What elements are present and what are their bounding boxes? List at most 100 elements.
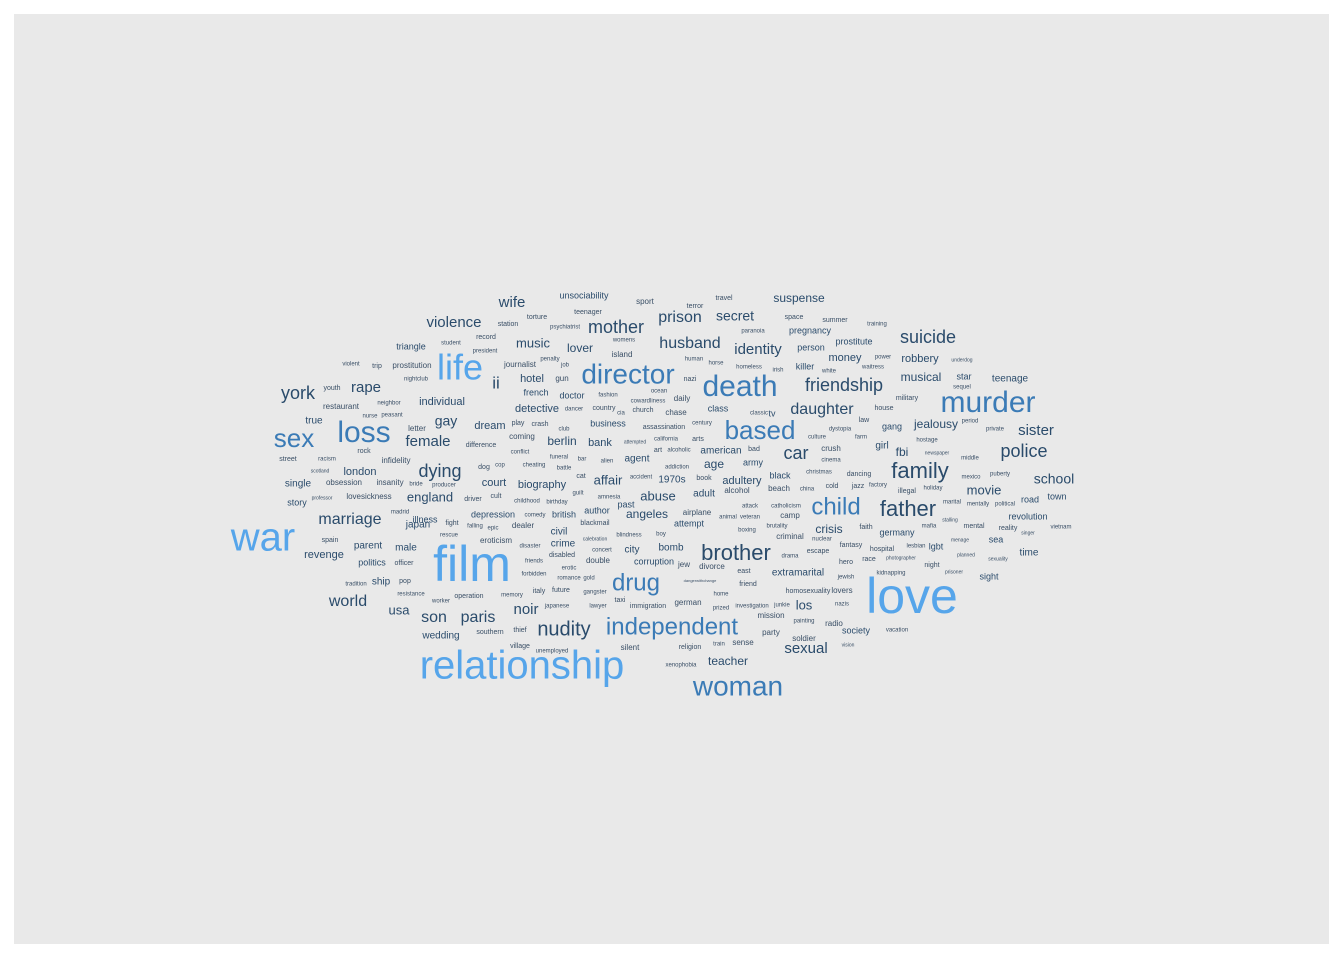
word-abuse: abuse xyxy=(640,488,675,503)
word-teenager: teenager xyxy=(574,309,602,316)
word-road: road xyxy=(1021,494,1039,504)
word-scotland: scotland xyxy=(311,468,330,474)
word-assassination: assassination xyxy=(643,424,686,431)
word-music: music xyxy=(516,335,550,350)
word-criminal: criminal xyxy=(776,532,804,541)
word-cowardliness: cowardliness xyxy=(631,399,666,405)
word-germany: germany xyxy=(879,527,915,537)
word-producer: producer xyxy=(432,483,456,489)
word-illness: illness xyxy=(412,514,438,524)
word-school: school xyxy=(1034,471,1074,487)
word-alcohol: alcohol xyxy=(724,486,750,495)
word-cat: cat xyxy=(576,473,585,480)
word-dream: dream xyxy=(474,420,505,432)
word-calebration: calebration xyxy=(583,536,608,542)
word-violence: violence xyxy=(426,314,481,331)
word-murder: murder xyxy=(940,386,1035,419)
word-accident: accident xyxy=(630,475,653,481)
word-rock: rock xyxy=(357,448,371,455)
word-nuclear: nuclear xyxy=(812,537,832,543)
word-time: time xyxy=(1020,548,1039,559)
word-life: life xyxy=(437,347,483,388)
word-sense: sense xyxy=(732,638,754,647)
word-space: space xyxy=(785,314,804,321)
word-job: job xyxy=(560,363,570,369)
word-civil: civil xyxy=(551,527,568,538)
word-jealousy: jealousy xyxy=(913,417,958,431)
word-army: army xyxy=(743,457,763,467)
word-animal: animal xyxy=(719,515,737,521)
word-italy: italy xyxy=(533,588,546,595)
word-prison: prison xyxy=(658,309,702,326)
word-arts: arts xyxy=(692,436,704,443)
word-director: director xyxy=(581,358,674,389)
word-escape: escape xyxy=(807,548,830,555)
word-race: race xyxy=(862,556,876,563)
word-independent: independent xyxy=(606,613,738,640)
word-letter: letter xyxy=(408,424,426,433)
word-concert: concert xyxy=(592,548,612,554)
word-immigration: immigration xyxy=(630,603,666,610)
word-xenophobia: xenophobia xyxy=(665,663,697,669)
word-jew: jew xyxy=(677,560,690,569)
word-cia: cia xyxy=(617,411,625,417)
word-street: street xyxy=(279,456,297,463)
word-soldier: soldier xyxy=(792,634,816,643)
word-daughter: daughter xyxy=(790,401,854,418)
word-female: female xyxy=(405,433,450,450)
word-erotic: erotic xyxy=(562,566,577,572)
word-religion: religion xyxy=(679,644,702,651)
word-irish: irish xyxy=(772,368,783,374)
word-double: double xyxy=(586,556,611,565)
word-lovesickness: lovesickness xyxy=(346,492,391,501)
word-homosexuality: homosexuality xyxy=(786,588,831,595)
word-insanity: insanity xyxy=(376,478,403,487)
word-falling: falling xyxy=(467,524,483,530)
word-racism: racism xyxy=(318,457,336,463)
word-stalling: stalling xyxy=(942,517,958,523)
word-german: german xyxy=(674,598,701,607)
word-dancing: dancing xyxy=(847,471,872,478)
word-country: country xyxy=(593,405,616,412)
word-nudity: nudity xyxy=(537,618,590,640)
word-bad: bad xyxy=(748,446,760,453)
word-holiday: holiday xyxy=(923,486,942,492)
word-unemployed: unemployed xyxy=(536,649,569,655)
word-individual: individual xyxy=(419,396,465,408)
word-kidnapping: kidnapping xyxy=(876,571,905,577)
word-book: book xyxy=(696,475,712,482)
word-southern: southern xyxy=(476,629,503,636)
word-alien: alien xyxy=(601,459,614,465)
word-cheating: cheating xyxy=(523,463,546,469)
word-violent: violent xyxy=(342,362,360,368)
word-night: night xyxy=(924,562,939,569)
word-adultery: adultery xyxy=(722,475,762,487)
word-police: police xyxy=(1000,441,1047,461)
word-attack: attack xyxy=(742,504,759,510)
word-junkie: junkie xyxy=(773,603,790,609)
word-home: home xyxy=(713,592,729,598)
word-loss: loss xyxy=(337,416,390,449)
word-depression: depression xyxy=(471,509,515,519)
word-radio: radio xyxy=(825,619,843,628)
word-jewish: jewish xyxy=(837,575,855,581)
word-based: based xyxy=(725,415,796,445)
word-true: true xyxy=(305,416,323,427)
word-prostitute: prostitute xyxy=(835,336,872,346)
word-dystopia: dystopia xyxy=(829,427,852,433)
word-biography: biography xyxy=(518,479,567,491)
word-madrid: madrid xyxy=(391,510,409,516)
word-private: private xyxy=(986,427,1005,433)
word-doctor: doctor xyxy=(559,390,584,400)
word-noir: noir xyxy=(513,601,538,618)
word-nurse: nurse xyxy=(362,414,378,420)
word-middle: middle xyxy=(961,456,979,462)
word-spain: spain xyxy=(322,537,339,544)
word-relationship: relationship xyxy=(420,644,625,688)
word-addiction: addiction xyxy=(665,465,689,471)
word-childhood: childhood xyxy=(514,499,540,505)
word-restaurant: restaurant xyxy=(323,402,360,411)
word-york: york xyxy=(281,383,316,403)
word-war: war xyxy=(230,516,295,560)
